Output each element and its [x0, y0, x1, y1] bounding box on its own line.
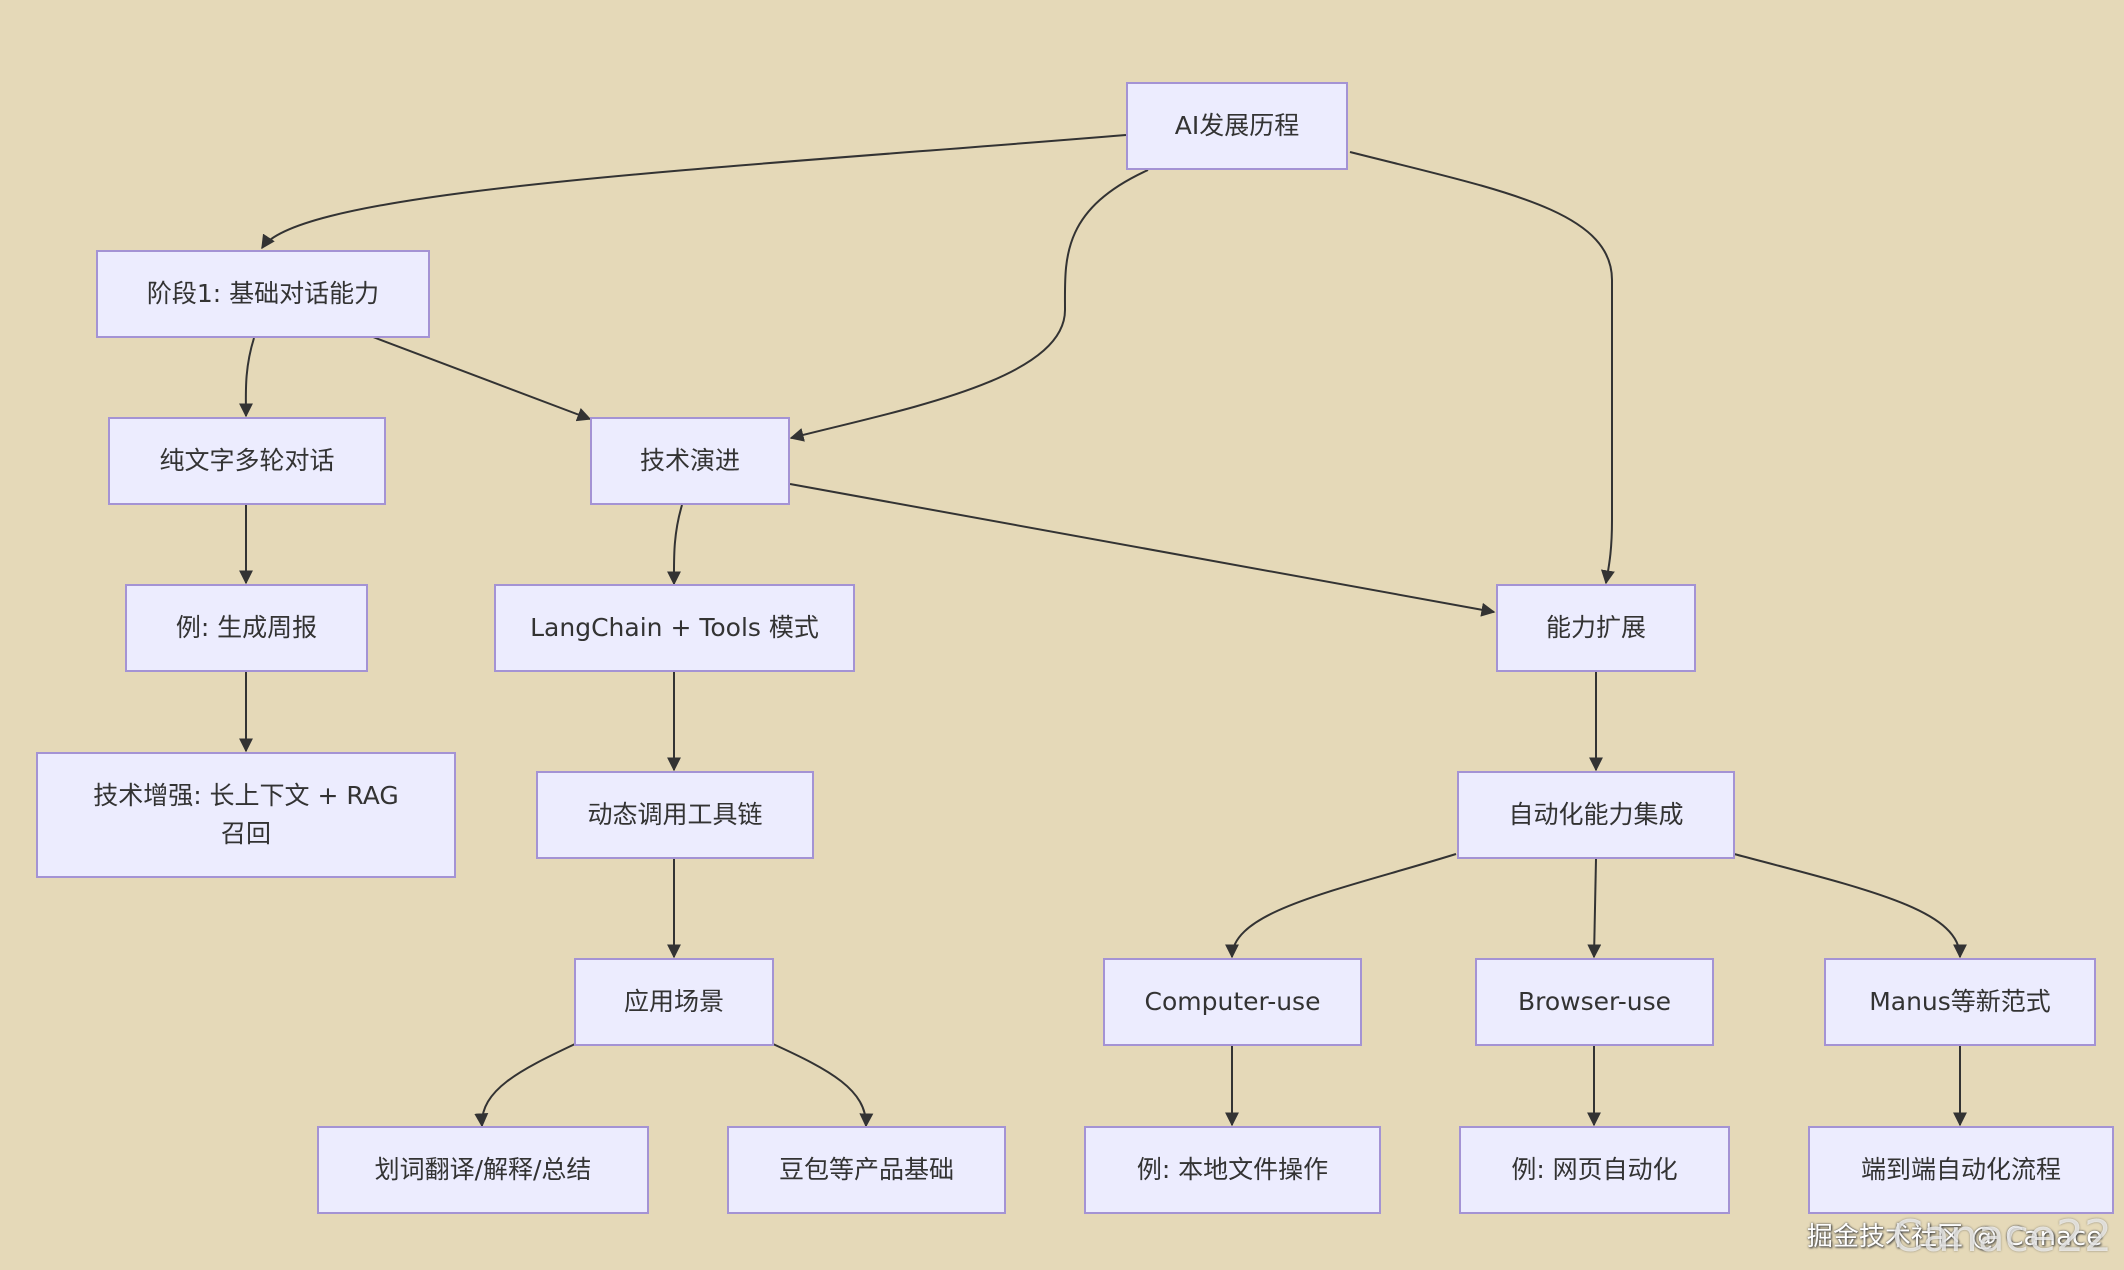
- node-computer-use[interactable]: Computer-use: [1103, 958, 1362, 1046]
- node-computer-use-label: Computer-use: [1144, 987, 1321, 1016]
- node-tech-enhance-label-line1: 技术增强: 长上下文 + RAG: [93, 781, 399, 810]
- node-end-to-end[interactable]: 端到端自动化流程: [1808, 1126, 2114, 1214]
- node-stage1[interactable]: 阶段1: 基础对话能力: [96, 250, 430, 338]
- node-text-chat-label: 纯文字多轮对话: [159, 446, 335, 475]
- node-word-translate[interactable]: 划词翻译/解释/总结: [317, 1126, 649, 1214]
- node-langchain-label: LangChain + Tools 模式: [530, 613, 819, 642]
- node-app-scene[interactable]: 应用场景: [574, 958, 774, 1046]
- node-root-label: AI发展历程: [1174, 111, 1300, 140]
- node-example-web[interactable]: 例: 网页自动化: [1459, 1126, 1730, 1214]
- edge-tech-evolution-capability: [789, 483, 1496, 617]
- node-example-web-label: 例: 网页自动化: [1511, 1155, 1678, 1184]
- edge-automation-manus: [1733, 853, 1967, 959]
- node-capability[interactable]: 能力扩展: [1496, 584, 1696, 672]
- node-root[interactable]: AI发展历程: [1126, 82, 1348, 170]
- node-tech-evolution-label: 技术演进: [639, 446, 740, 475]
- node-end-to-end-label: 端到端自动化流程: [1860, 1155, 2061, 1184]
- node-tech-evolution[interactable]: 技术演进: [590, 417, 790, 505]
- edge-stage1-tech-evolution: [372, 336, 592, 422]
- node-app-scene-label: 应用场景: [623, 987, 724, 1016]
- watermark: 掘金技术社区 @ CanaceCanace22: [1807, 1211, 2112, 1262]
- node-browser-use-label: Browser-use: [1518, 987, 1671, 1016]
- edge-automation-computer-use: [1225, 853, 1457, 959]
- node-automation-label: 自动化能力集成: [1508, 800, 1684, 829]
- node-example-weekly-label: 例: 生成周报: [175, 613, 318, 642]
- node-doubao[interactable]: 豆包等产品基础: [727, 1126, 1006, 1214]
- node-example-local[interactable]: 例: 本地文件操作: [1084, 1126, 1381, 1214]
- watermark-text: 掘金技术社区 @ Canace: [1806, 1222, 2103, 1252]
- edge-automation-browser-use: [1587, 858, 1602, 959]
- edge-tech-evolution-langchain: [666, 504, 683, 586]
- node-manus[interactable]: Manus等新范式: [1824, 958, 2096, 1046]
- edge-root-capability: [1349, 151, 1615, 585]
- edge-root-tech-evolution: [789, 169, 1149, 442]
- edge-app-scene-word-translate: [474, 1043, 576, 1128]
- node-dynamic-tools[interactable]: 动态调用工具链: [536, 771, 814, 859]
- edge-root-stage1: [261, 134, 1127, 250]
- node-capability-label: 能力扩展: [1545, 613, 1646, 642]
- node-dynamic-tools-label: 动态调用工具链: [587, 800, 763, 829]
- edge-stage1-text-chat: [238, 337, 255, 418]
- node-text-chat[interactable]: 纯文字多轮对话: [108, 417, 386, 505]
- node-tech-enhance[interactable]: 技术增强: 长上下文 + RAG 召回: [36, 752, 456, 878]
- node-automation[interactable]: 自动化能力集成: [1457, 771, 1735, 859]
- node-example-weekly[interactable]: 例: 生成周报: [125, 584, 368, 672]
- node-tech-enhance-label-line2: 召回: [220, 819, 271, 848]
- node-langchain[interactable]: LangChain + Tools 模式: [494, 584, 855, 672]
- node-browser-use[interactable]: Browser-use: [1475, 958, 1714, 1046]
- node-doubao-label: 豆包等产品基础: [778, 1155, 954, 1184]
- node-example-local-label: 例: 本地文件操作: [1136, 1155, 1329, 1184]
- node-word-translate-label: 划词翻译/解释/总结: [374, 1155, 592, 1184]
- edge-app-scene-doubao: [772, 1043, 874, 1128]
- node-manus-label: Manus等新范式: [1869, 987, 2051, 1016]
- watermark-overlay: Canace22: [1892, 1211, 2112, 1262]
- node-stage1-label: 阶段1: 基础对话能力: [146, 279, 380, 308]
